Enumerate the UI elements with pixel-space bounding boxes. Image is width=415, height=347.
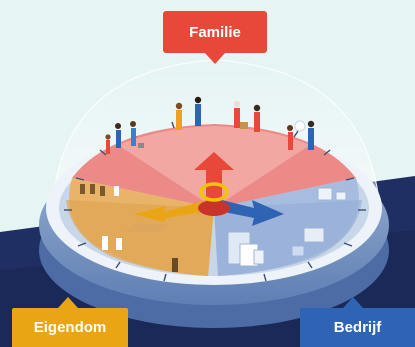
label-bedrijf-text: Bedrijf xyxy=(333,319,382,336)
chess-pieces-icon xyxy=(80,184,178,272)
label-bedrijf: Bedrijf xyxy=(300,297,415,347)
sector-eigendom-light xyxy=(66,200,214,276)
label-familie: Familie xyxy=(163,11,267,64)
arrow-familie xyxy=(194,152,234,206)
label-eigendom-text: Eigendom xyxy=(33,319,107,336)
label-eigendom: Eigendom xyxy=(12,297,128,347)
arrow-eigendom xyxy=(134,198,214,222)
compass-center-ring xyxy=(199,182,229,202)
arrow-bedrijf xyxy=(214,198,284,226)
compass-arrows-icon xyxy=(134,152,284,226)
people-figures-icon xyxy=(105,96,315,154)
buildings-icon xyxy=(227,187,347,267)
label-familie-text: Familie xyxy=(189,23,241,41)
